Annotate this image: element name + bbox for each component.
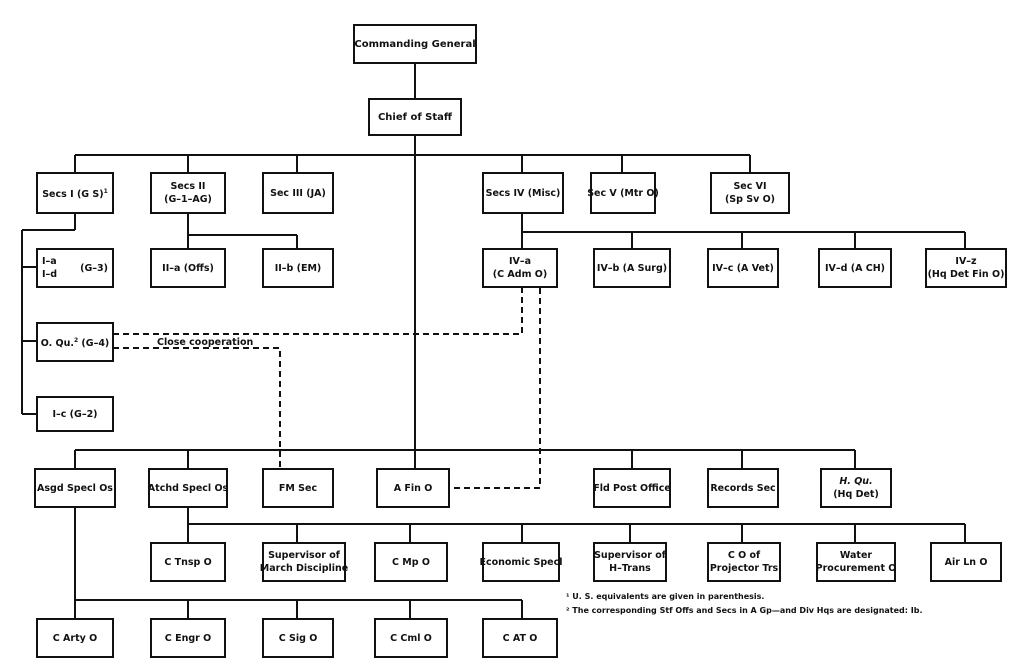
c-mp-label: C Mp O xyxy=(392,556,430,568)
ii-b-label: II–b (EM) xyxy=(274,262,322,274)
o-qu-label: O. Qu.2 (G–4) xyxy=(41,334,110,350)
fld-post-box: Fld Post Office xyxy=(593,468,671,508)
footnote-2: ² The corresponding Stf Offs and Secs in… xyxy=(566,606,923,615)
c-engr-box: C Engr O xyxy=(150,618,226,658)
footnote-1: ¹ U. S. equivalents are given in parenth… xyxy=(566,592,765,601)
c-mp-box: C Mp O xyxy=(374,542,448,582)
sec-6-box: Sec VI (Sp Sv O) xyxy=(710,172,790,214)
iv-c-box: IV–c (A Vet) xyxy=(707,248,779,288)
sec-5-label: Sec V (Mtr O) xyxy=(587,187,659,199)
fm-sec-box: FM Sec xyxy=(262,468,334,508)
secs-1-text: Secs I (G S) xyxy=(42,189,104,201)
c-cml-label: C Cml O xyxy=(390,632,432,644)
h-qu-line1: H. Qu. xyxy=(839,476,873,487)
iv-z-line1: IV–z xyxy=(955,256,977,267)
i-a-d-codes: I–a I–d xyxy=(42,255,57,281)
secs-4-box: Secs IV (Misc) xyxy=(482,172,564,214)
c-sig-box: C Sig O xyxy=(262,618,334,658)
supervisor-htrans-line2: H–Trans xyxy=(609,563,651,574)
supervisor-march-line2: March Discipline xyxy=(259,563,349,574)
iv-d-label: IV–d (A CH) xyxy=(824,262,885,274)
a-fin-box: A Fin O xyxy=(376,468,450,508)
ii-a-label: II–a (Offs) xyxy=(162,262,214,274)
c-engr-label: C Engr O xyxy=(164,632,212,644)
secs-1-box: Secs I (G S)1 xyxy=(36,172,114,214)
air-ln-label: Air Ln O xyxy=(944,556,988,568)
o-qu-text: O. Qu. xyxy=(40,338,74,350)
c-arty-box: C Arty O xyxy=(36,618,114,658)
iv-b-label: IV–b (A Surg) xyxy=(596,262,668,274)
sec-6-line1: Sec VI xyxy=(733,181,767,192)
sec-5-box: Sec V (Mtr O) xyxy=(587,172,659,214)
supervisor-htrans-line1: Supervisor of xyxy=(594,550,666,561)
supervisor-htrans-box: Supervisor of H–Trans xyxy=(593,542,667,582)
water-procurement-line2: Procurement O xyxy=(815,563,897,574)
iv-z-box: IV–z (Hq Det Fin O) xyxy=(925,248,1007,288)
secs-4-label: Secs IV (Misc) xyxy=(485,187,561,199)
h-qu-line2: (Hq Det) xyxy=(833,489,879,500)
c-at-label: C AT O xyxy=(502,632,538,644)
ii-b-box: II–b (EM) xyxy=(262,248,334,288)
atchd-specl-label: Atchd Specl Os xyxy=(147,482,229,494)
c-tnsp-label: C Tnsp O xyxy=(164,556,212,568)
iv-a-box: IV–a (C Adm O) xyxy=(482,248,558,288)
iv-a-line2: (C Adm O) xyxy=(492,269,548,280)
i-a-d-box: I–a I–d (G–3) xyxy=(36,248,114,288)
water-procurement-box: Water Procurement O xyxy=(816,542,896,582)
secs-1-label: Secs I (G S)1 xyxy=(42,185,108,201)
co-projector-box: C O of Projector Trs xyxy=(707,542,781,582)
co-projector-line1: C O of xyxy=(727,550,761,561)
records-sec-box: Records Sec xyxy=(707,468,779,508)
c-sig-label: C Sig O xyxy=(278,632,318,644)
co-projector-line2: Projector Trs xyxy=(709,563,779,574)
secs-2-box: Secs II (G–1–AG) xyxy=(150,172,226,214)
a-fin-label: A Fin O xyxy=(393,482,433,494)
economic-specl-box: Economic Specl xyxy=(479,542,563,582)
economic-specl-label: Economic Specl xyxy=(479,556,563,568)
footnote-mark-2: 2 xyxy=(73,336,79,344)
sec-6-line2: (Sp Sv O) xyxy=(724,194,776,205)
ii-a-box: II–a (Offs) xyxy=(150,248,226,288)
fm-sec-label: FM Sec xyxy=(278,482,318,494)
asgd-specl-box: Asgd Specl Os xyxy=(34,468,116,508)
air-ln-box: Air Ln O xyxy=(930,542,1002,582)
c-arty-label: C Arty O xyxy=(52,632,98,644)
close-cooperation-label: Close cooperation xyxy=(157,337,254,348)
chief-of-staff-box: Chief of Staff xyxy=(368,98,462,136)
o-qu-g4: (G–4) xyxy=(78,338,110,350)
supervisor-march-line1: Supervisor of xyxy=(268,550,340,561)
commanding-general-box: Commanding General xyxy=(353,24,477,64)
footnote-mark-1: 1 xyxy=(103,187,108,195)
sec-3-box: Sec III (JA) xyxy=(262,172,334,214)
iv-d-box: IV–d (A CH) xyxy=(818,248,892,288)
i-d-label: I–d xyxy=(42,269,58,280)
commanding-general-label: Commanding General xyxy=(354,38,476,50)
chief-of-staff-label: Chief of Staff xyxy=(377,111,453,123)
secs-2-line2: (G–1–AG) xyxy=(164,194,212,205)
fld-post-label: Fld Post Office xyxy=(593,482,671,494)
i-c-box: I–c (G–2) xyxy=(36,396,114,432)
iv-c-label: IV–c (A Vet) xyxy=(712,262,774,274)
iv-b-box: IV–b (A Surg) xyxy=(593,248,671,288)
c-at-box: C AT O xyxy=(482,618,558,658)
c-cml-box: C Cml O xyxy=(374,618,448,658)
asgd-specl-label: Asgd Specl Os xyxy=(37,482,113,494)
c-tnsp-box: C Tnsp O xyxy=(150,542,226,582)
records-sec-label: Records Sec xyxy=(710,482,776,494)
g3-label: (G–3) xyxy=(80,262,108,274)
h-qu-box: H. Qu. (Hq Det) xyxy=(820,468,892,508)
i-a-label: I–a xyxy=(42,256,57,267)
supervisor-march-box: Supervisor of March Discipline xyxy=(259,542,349,582)
i-c-label: I–c (G–2) xyxy=(52,408,98,420)
o-qu-box: O. Qu.2 (G–4) xyxy=(36,322,114,362)
sec-3-label: Sec III (JA) xyxy=(270,187,326,199)
water-procurement-line1: Water xyxy=(839,550,873,561)
secs-2-line1: Secs II xyxy=(170,181,206,192)
atchd-specl-box: Atchd Specl Os xyxy=(148,468,228,508)
iv-a-line1: IV–a xyxy=(508,256,532,267)
iv-z-line2: (Hq Det Fin O) xyxy=(927,269,1005,280)
